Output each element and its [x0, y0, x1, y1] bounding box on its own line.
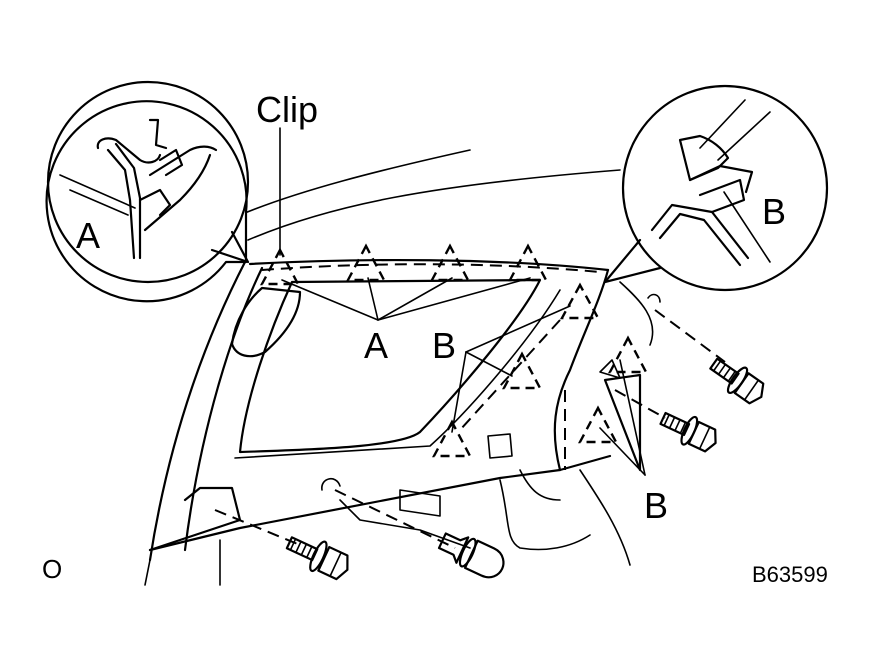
clip-marker-a3 — [430, 243, 470, 282]
clip-marker-a4 — [508, 243, 548, 282]
group-b-upper-label: B — [432, 325, 456, 366]
clip-marker-b2 — [502, 351, 542, 390]
corner-mark: O — [42, 554, 62, 584]
clip-marker-a1 — [260, 247, 300, 286]
clip-markers — [260, 243, 648, 458]
bolt-right-lower — [659, 411, 717, 453]
clip-marker-b3 — [432, 419, 472, 458]
callout-b-label: B — [762, 191, 786, 232]
clip-marker-b4 — [608, 335, 648, 374]
clip-label: Clip — [256, 89, 318, 130]
callout-a-label: A — [76, 215, 100, 256]
header-clip-line — [261, 263, 601, 273]
body-outline — [144, 149, 661, 586]
group-b-lower-label: B — [644, 485, 668, 526]
leader-lines — [279, 127, 646, 476]
clip-marker-b1 — [559, 282, 601, 320]
callout-b — [603, 84, 829, 292]
clip-marker-a2 — [346, 243, 386, 282]
bolt-right-upper — [709, 357, 765, 405]
bolt-left-lower — [285, 536, 349, 581]
fastener-paths — [214, 309, 726, 549]
figure-code: B63599 — [752, 562, 828, 587]
group-a-label: A — [364, 325, 388, 366]
clip-marker-b5 — [578, 405, 618, 444]
clip-fastener — [437, 532, 505, 579]
callout-a — [45, 80, 250, 303]
